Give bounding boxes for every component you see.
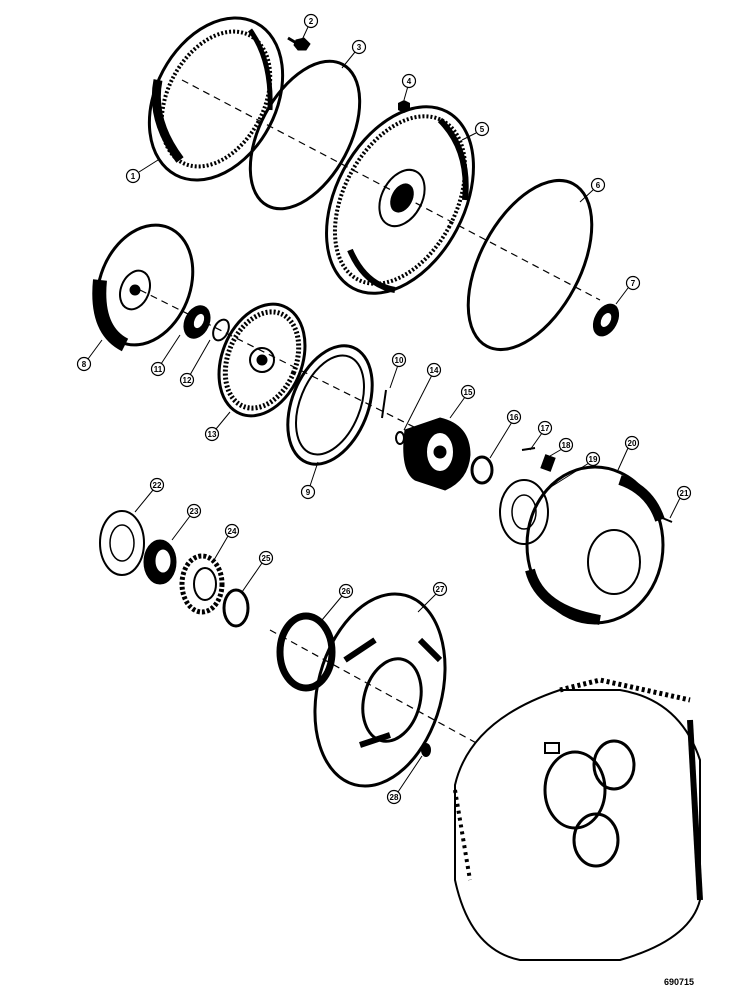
callout-label: 6 — [596, 181, 601, 190]
part-hub-assembly — [403, 417, 471, 491]
callout-28: 28 — [386, 789, 402, 805]
callout-2: 2 — [303, 13, 319, 29]
callout-14: 14 — [426, 362, 442, 378]
callout-5: 5 — [474, 121, 490, 137]
callout-3: 3 — [351, 39, 367, 55]
part-pin-10 — [381, 389, 387, 419]
callout-leaders — [87, 26, 681, 793]
callout-9: 9 — [300, 484, 316, 500]
callout-26: 26 — [338, 583, 354, 599]
part-ring-gear — [147, 16, 285, 182]
drawing-number: 690715 — [664, 977, 694, 987]
callout-24: 24 — [224, 523, 240, 539]
callouts: 1 2 3 4 5 6 7 8 11 12 13 9 10 14 15 16 1… — [76, 13, 692, 805]
callout-17: 17 — [537, 420, 553, 436]
callout-19: 19 — [585, 451, 601, 467]
callout-label: 26 — [342, 587, 351, 596]
part-flywheel-cover — [325, 105, 475, 295]
callout-18: 18 — [558, 437, 574, 453]
callout-label: 2 — [309, 17, 314, 26]
callout-1: 1 — [125, 168, 141, 184]
callout-label: 20 — [628, 439, 637, 448]
callout-22: 22 — [149, 477, 165, 493]
callout-20: 20 — [624, 435, 640, 451]
callout-label: 8 — [82, 360, 87, 369]
callout-label: 15 — [464, 388, 473, 397]
part-thrust-plate — [99, 510, 145, 576]
callout-label: 11 — [154, 365, 163, 374]
callout-label: 21 — [680, 489, 689, 498]
callout-label: 23 — [190, 507, 199, 516]
callout-label: 5 — [480, 125, 485, 134]
callout-label: 27 — [436, 585, 445, 594]
part-snap-ring-25 — [222, 588, 250, 628]
callout-11: 11 — [150, 361, 166, 377]
part-bearing-23 — [143, 539, 177, 585]
callout-21: 21 — [676, 485, 692, 501]
assembly-centerlines — [139, 79, 601, 746]
part-o-ring-3 — [248, 59, 362, 211]
callout-13: 13 — [204, 426, 220, 442]
part-screw-21 — [659, 516, 673, 523]
callout-label: 13 — [208, 430, 217, 439]
part-bearing-11 — [183, 305, 211, 339]
part-gasket-19 — [499, 479, 549, 545]
callout-label: 9 — [306, 488, 311, 497]
callout-16: 16 — [506, 409, 522, 425]
callout-15: 15 — [460, 384, 476, 400]
part-o-ring-6 — [466, 178, 594, 352]
part-seal-ring-16 — [470, 455, 494, 485]
callout-6: 6 — [590, 177, 606, 193]
callout-label: 24 — [228, 527, 237, 536]
callout-label: 19 — [589, 455, 598, 464]
part-oil-seal-26 — [276, 612, 336, 692]
part-bearing-7 — [592, 303, 620, 337]
callout-12: 12 — [179, 372, 195, 388]
part-snap-ring-12 — [212, 318, 230, 342]
part-stator-support — [313, 592, 447, 788]
callout-25: 25 — [258, 550, 274, 566]
part-bolt-lock — [521, 447, 556, 472]
callout-23: 23 — [186, 503, 202, 519]
callout-label: 10 — [395, 356, 404, 365]
part-bolt-2 — [287, 36, 311, 51]
callout-label: 14 — [430, 366, 439, 375]
callout-4: 4 — [401, 73, 417, 89]
callout-10: 10 — [391, 352, 407, 368]
part-ring-14 — [395, 431, 405, 445]
callout-label: 1 — [131, 172, 136, 181]
callout-label: 12 — [183, 376, 192, 385]
part-turbine — [217, 302, 307, 418]
part-converter-housing — [92, 223, 195, 352]
callout-7: 7 — [625, 275, 641, 291]
callout-label: 4 — [407, 77, 412, 86]
part-transmission-case — [453, 677, 703, 961]
callout-label: 17 — [541, 424, 550, 433]
callout-label: 16 — [510, 413, 519, 422]
part-plug-28 — [421, 743, 431, 757]
callout-label: 3 — [357, 43, 362, 52]
part-gear-24 — [179, 553, 225, 615]
callout-label: 25 — [262, 554, 271, 563]
callout-label: 18 — [562, 441, 571, 450]
callout-label: 7 — [631, 279, 636, 288]
callout-27: 27 — [432, 581, 448, 597]
callout-label: 28 — [390, 793, 399, 802]
part-pump-housing — [525, 465, 665, 625]
part-stator — [286, 344, 374, 466]
callout-label: 22 — [153, 481, 162, 490]
callout-8: 8 — [76, 356, 92, 372]
